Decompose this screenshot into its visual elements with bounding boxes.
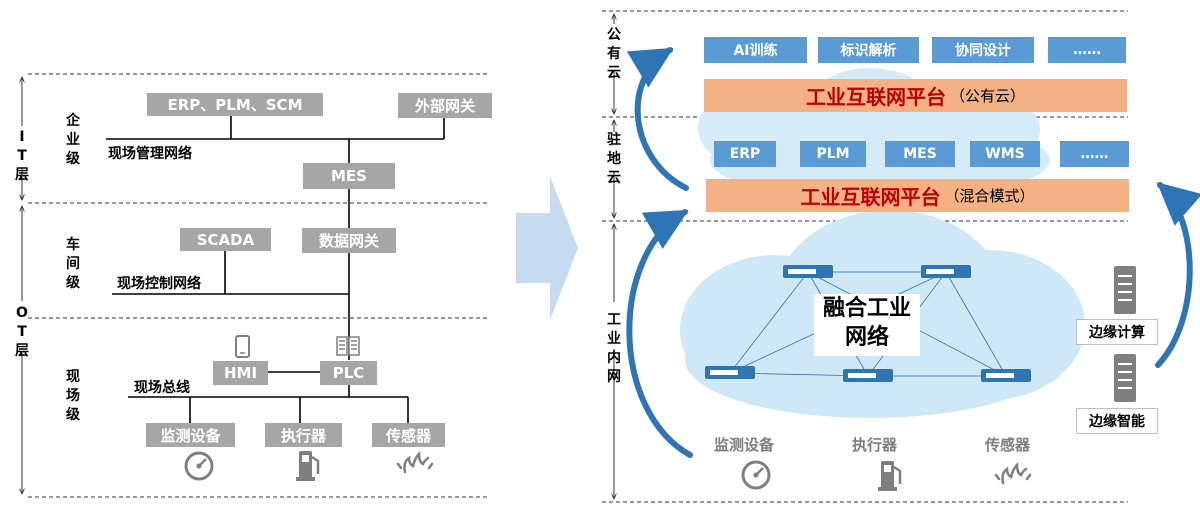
device-monitor-label: 监测设备 [714,436,775,454]
erp-plm-scm-box: ERP、PLM、SCM [147,93,323,116]
onprem-app-plm: PLM [800,141,866,167]
public-app-ai: AI训练 [704,37,807,63]
flow-arrow-edge-to-platform [1155,182,1200,368]
public-app-collab: 协同设计 [932,37,1034,63]
mgmt-network-label: 现场管理网络 [108,146,192,162]
mes-box: MES [303,163,395,189]
onprem-app-more: …… [1060,141,1129,167]
device-sensor-label: 传感器 [985,436,1031,454]
level-label-field: 现场级 [66,369,80,423]
zone-label-inner-network: 工业内网 [607,312,621,385]
public-app-identifier: 标识解析 [818,37,919,63]
fire-icon [396,450,434,474]
platform-hybrid-mode: （混合模式） [944,187,1035,205]
edge-compute-box: 边缘计算 [1076,319,1158,345]
server-icon [1114,266,1136,314]
fuel-pump-icon [296,451,320,481]
level-label-workshop: 车间级 [66,237,80,291]
plc-icon [336,336,360,356]
converged-network-label: 融合工业 网络 [814,294,920,356]
external-gateway-box: 外部网关 [398,93,492,118]
gauge-icon [184,451,214,481]
router-icon [843,369,893,382]
zone-label-onprem-cloud: 驻地云 [607,132,621,186]
onprem-app-wms: WMS [970,141,1040,167]
public-app-more: …… [1048,37,1126,63]
zone-label-public-cloud: 公有云 [607,27,621,81]
phone-icon [235,335,250,358]
router-icon [981,369,1031,382]
platform-hybrid-title: 工业互联网平台 [800,185,941,209]
device-actuator-label: 执行器 [852,436,898,454]
fuel-pump-icon [878,461,902,491]
monitor-device-box: 监测设备 [146,423,235,447]
onprem-app-erp: ERP [714,141,776,167]
platform-public-title: 工业互联网平台 [805,85,946,109]
plc-box: PLC [320,361,377,385]
platform-public: 工业互联网平台 （公有云） [704,79,1127,112]
scada-box: SCADA [180,228,271,251]
router-icon [783,265,833,278]
flow-arrows [626,47,1200,458]
left-network-lines [106,115,445,423]
platform-hybrid: 工业互联网平台 （混合模式） [706,179,1129,212]
sensor-box: 传感器 [372,423,445,447]
flow-arrow-devices-to-platform [626,209,693,458]
onprem-app-mes: MES [885,141,955,167]
router-icon [921,265,971,278]
edge-intelligence-box: 边缘智能 [1076,408,1158,434]
server-icon [1114,354,1136,402]
fire-icon [994,461,1032,485]
hmi-box: HMI [213,361,268,385]
actuator-box: 执行器 [265,423,342,447]
transition-arrow [516,176,578,320]
field-bus-label: 现场总线 [134,380,190,396]
level-label-enterprise: 企业级 [66,113,80,167]
control-network-label: 现场控制网络 [117,276,201,292]
router-icon [705,366,755,379]
gauge-icon [741,460,771,490]
platform-public-mode: （公有云） [949,87,1025,105]
data-gateway-box: 数据网关 [302,228,396,253]
flow-arrow-onprem-to-public [626,47,689,191]
